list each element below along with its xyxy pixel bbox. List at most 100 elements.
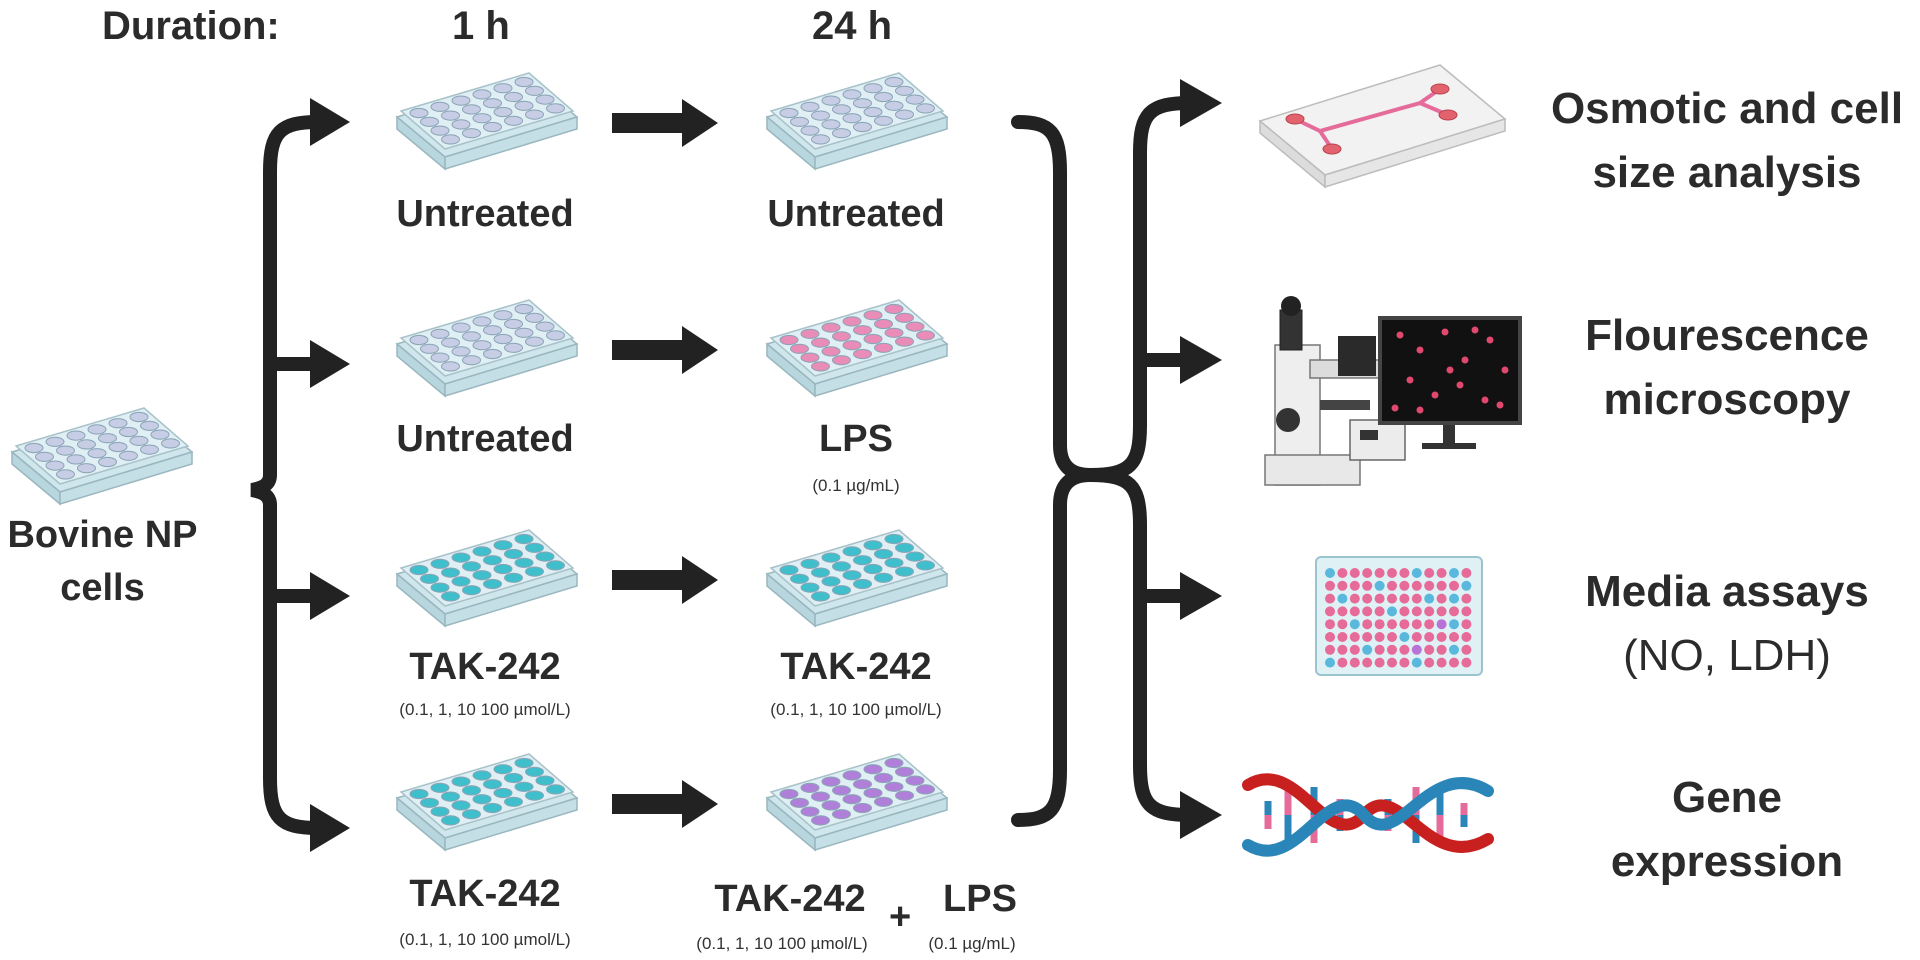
plate-well	[1449, 593, 1459, 604]
plate-well	[842, 89, 862, 100]
plate-well	[884, 327, 904, 338]
plate-well	[842, 794, 862, 805]
plate-well	[493, 106, 513, 118]
output-2-line1: Flourescence	[1585, 311, 1869, 360]
output-3-label: Media assays (NO, LDH)	[1517, 560, 1920, 688]
arrow-to-output-2	[1180, 336, 1222, 384]
cell-dot	[1406, 376, 1414, 384]
plate-well	[35, 451, 54, 462]
plate-well	[1337, 593, 1348, 604]
plate-well	[895, 790, 914, 801]
plate-well	[811, 567, 830, 578]
plate-well	[525, 312, 544, 323]
cell-dot	[1391, 404, 1399, 412]
plate-well	[1424, 644, 1435, 655]
cell-dot	[1461, 356, 1469, 364]
plate-well	[119, 426, 138, 438]
plate-well	[863, 764, 883, 775]
plate-well	[87, 448, 107, 459]
row1-step1-label: Untreated	[396, 193, 574, 235]
cell-dot	[1456, 381, 1464, 389]
plate-well	[1436, 644, 1447, 655]
duration-label: Duration:	[102, 4, 280, 48]
plate-well	[853, 779, 872, 790]
right-brace-collect	[1011, 115, 1097, 827]
plate-well	[800, 582, 820, 593]
plate-well	[430, 352, 450, 363]
plate-well	[863, 106, 883, 118]
plate-well	[504, 342, 523, 353]
plate-well	[1424, 657, 1435, 668]
plate-well	[1337, 644, 1348, 655]
plate-well	[504, 796, 523, 807]
plate-well	[1374, 619, 1385, 630]
plate-well	[1349, 580, 1360, 591]
plate-well	[853, 121, 872, 133]
plate-well	[1436, 593, 1447, 604]
chip-port	[1322, 143, 1342, 155]
plate-well	[45, 460, 65, 471]
plate-well	[821, 552, 841, 563]
plate-well	[441, 134, 460, 145]
plate-well	[514, 781, 534, 792]
plate-well	[1461, 580, 1472, 591]
cell-dot	[1471, 326, 1479, 334]
plate-well	[1411, 632, 1422, 642]
plate-well	[493, 310, 513, 321]
plate-well	[451, 552, 471, 563]
dna-strand-blue	[1242, 777, 1494, 857]
plate-well	[66, 430, 86, 441]
plate-well	[472, 340, 492, 351]
plate-well	[1374, 606, 1385, 617]
arrow-to-output-3	[1180, 572, 1222, 620]
plate-well	[1374, 593, 1385, 604]
plate-well	[77, 439, 96, 450]
plate-well	[916, 560, 935, 571]
plate-well	[129, 411, 149, 423]
plate-well	[895, 542, 914, 553]
plate-well	[1387, 568, 1397, 578]
plate-well	[874, 572, 893, 583]
plate-well	[895, 85, 914, 96]
plate-well	[1337, 580, 1348, 591]
plate-well	[108, 441, 128, 453]
plate-24h-row3	[765, 529, 949, 628]
plate-well	[451, 576, 471, 587]
plate-1h-row2	[395, 299, 579, 398]
plate-well	[1461, 632, 1472, 642]
plate-well	[1337, 619, 1348, 630]
plate-well	[98, 433, 117, 444]
plate-well	[1436, 606, 1447, 617]
plate-well	[66, 454, 86, 465]
plate-well	[1399, 580, 1410, 591]
plate-well	[811, 361, 830, 372]
plate-well	[1387, 606, 1397, 617]
plate-well	[884, 557, 904, 568]
output-icons	[1242, 64, 1522, 857]
plate-well	[853, 578, 872, 590]
plate-well	[779, 788, 799, 800]
plate-well	[1374, 657, 1385, 668]
plate-well	[779, 334, 799, 346]
plate-well	[895, 312, 914, 323]
well-plates	[10, 72, 949, 852]
source-plate	[10, 407, 194, 506]
column-header-1h: 1 h	[452, 4, 510, 48]
arrow-to-1h-row3	[310, 572, 350, 620]
plate-well	[535, 775, 555, 786]
plate-well	[119, 450, 138, 461]
plate-well	[811, 110, 830, 121]
plate-well	[483, 98, 502, 109]
plate-well	[1399, 632, 1410, 642]
arrow-to-1h-row2	[310, 340, 350, 388]
plate-well	[161, 438, 180, 449]
plate-well	[790, 797, 809, 808]
plate-well	[821, 346, 841, 357]
plate-well	[535, 94, 555, 105]
plate-well	[1436, 580, 1447, 591]
cell-dot	[1486, 336, 1494, 344]
plate-well	[535, 321, 555, 332]
plate-well	[472, 794, 492, 805]
plate-well	[800, 352, 820, 363]
